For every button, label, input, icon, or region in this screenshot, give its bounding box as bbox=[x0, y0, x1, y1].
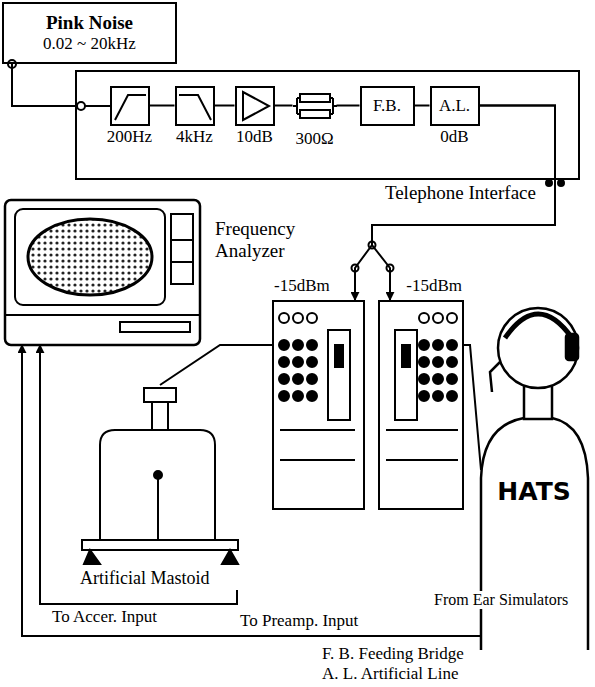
connector bbox=[40, 345, 237, 604]
output-terminal bbox=[558, 180, 564, 186]
caption-label: Frequency Analyzer bbox=[215, 218, 355, 262]
connector bbox=[12, 64, 75, 106]
resistor-symbol bbox=[300, 110, 330, 118]
connector bbox=[415, 105, 430, 107]
lowpass-filter: 4kHz bbox=[175, 86, 215, 126]
connector bbox=[275, 105, 293, 107]
highpass-filter: 200Hz bbox=[110, 86, 150, 126]
wire bbox=[293, 98, 337, 114]
connector-label: To Accer. Input bbox=[50, 607, 159, 627]
connector bbox=[215, 105, 235, 107]
caption-label: 10dB bbox=[236, 127, 273, 147]
caption-label: Telephone Interface bbox=[385, 182, 536, 204]
caption-label: HATS bbox=[478, 478, 590, 507]
box-label: 0.02 ~ 20kHz bbox=[43, 34, 136, 54]
feeding-bridge: F.B. bbox=[360, 86, 415, 126]
instrument-controls bbox=[386, 313, 458, 460]
caption-label: 300Ω bbox=[295, 129, 333, 149]
input-terminal bbox=[77, 102, 85, 110]
artificial-mastoid: Artificial Mastoid bbox=[75, 385, 245, 590]
mouth-simulator bbox=[490, 362, 500, 392]
connector bbox=[22, 345, 481, 636]
highpass-symbol bbox=[115, 95, 146, 120]
amplifier: 10dB bbox=[235, 86, 275, 126]
side-panel bbox=[171, 214, 193, 284]
amplifier-symbol bbox=[243, 92, 269, 120]
earphone bbox=[566, 334, 578, 360]
instrument-controls bbox=[279, 313, 355, 460]
box-label: F.B. bbox=[373, 96, 401, 116]
connector bbox=[464, 345, 481, 470]
headphone-band bbox=[505, 314, 572, 338]
note-label: A. L. Artificial Line bbox=[320, 664, 460, 684]
panel-line bbox=[5, 240, 200, 315]
measuring-amplifier: -15dBm bbox=[378, 300, 464, 510]
connector bbox=[160, 345, 272, 385]
connector bbox=[150, 105, 175, 107]
wire bbox=[85, 105, 110, 107]
attenuator-pad: 300Ω bbox=[293, 86, 337, 126]
source-box: Pink Noise0.02 ~ 20kHz bbox=[2, 2, 177, 64]
artificial-line: A.L.0dB bbox=[430, 86, 480, 126]
interface-box: Telephone Interface200Hz4kHz10dB300ΩF.B.… bbox=[75, 70, 580, 180]
caption-label: 200Hz bbox=[107, 127, 152, 147]
caption-label: Artificial Mastoid bbox=[80, 568, 209, 589]
caption-label: 4kHz bbox=[176, 127, 213, 147]
note-label: From Ear Simulators bbox=[432, 591, 570, 609]
output-terminal bbox=[546, 180, 552, 186]
lowpass-symbol bbox=[179, 95, 211, 120]
connector-label: To Preamp. Input bbox=[238, 611, 360, 631]
connector bbox=[337, 105, 360, 107]
measuring-amplifier: -15dBm bbox=[272, 300, 365, 510]
box-label: A.L. bbox=[439, 96, 470, 116]
note-label: F. B. Feeding Bridge bbox=[320, 644, 466, 664]
box-label: Pink Noise bbox=[46, 12, 133, 34]
caption-label: 0dB bbox=[440, 127, 468, 147]
connector bbox=[355, 106, 555, 301]
analyzer-screen bbox=[15, 209, 165, 305]
frequency-analyzer: Frequency Analyzer bbox=[5, 200, 200, 345]
caption-label: -15dBm bbox=[274, 276, 330, 296]
caption-label: -15dBm bbox=[406, 276, 462, 296]
artificial-mastoid bbox=[82, 388, 238, 564]
analyzer-housing bbox=[5, 200, 200, 345]
panel-slot bbox=[120, 322, 190, 332]
speaker-grille bbox=[28, 219, 152, 295]
resistor-symbol bbox=[300, 94, 330, 102]
connector bbox=[372, 106, 555, 301]
